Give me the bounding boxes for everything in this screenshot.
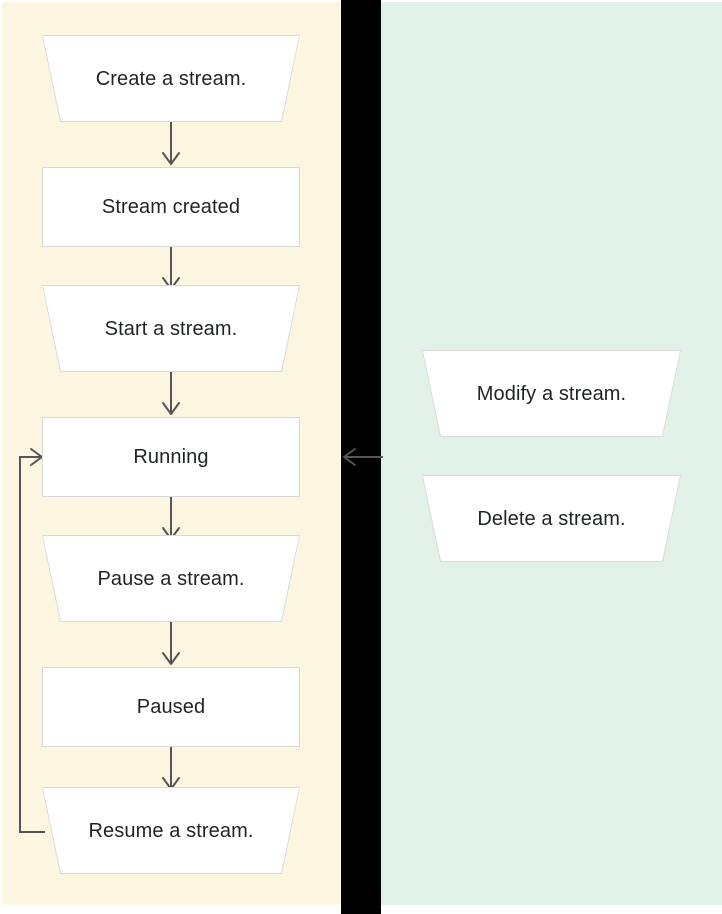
node-create-a-stream[interactable]: Create a stream.: [42, 35, 300, 122]
node-start-a-stream[interactable]: Start a stream.: [42, 285, 300, 372]
node-label: Start a stream.: [104, 317, 238, 340]
node-label: Modify a stream.: [476, 382, 627, 405]
node-label: Create a stream.: [95, 67, 247, 90]
node-shape-fill: [43, 36, 299, 121]
node-label: Stream created: [101, 196, 241, 218]
node-stream-created[interactable]: Stream created: [42, 167, 300, 247]
node-paused[interactable]: Paused: [42, 667, 300, 747]
node-modify-a-stream[interactable]: Modify a stream.: [422, 350, 681, 437]
node-label: Resume a stream.: [88, 819, 254, 842]
node-shape-fill: [43, 286, 299, 371]
node-label: Delete a stream.: [477, 507, 626, 530]
panel-divider: [341, 0, 381, 914]
node-resume-a-stream[interactable]: Resume a stream.: [42, 787, 300, 874]
node-label: Paused: [136, 696, 206, 718]
node-label: Pause a stream.: [97, 567, 245, 590]
node-running[interactable]: Running: [42, 417, 300, 497]
node-pause-a-stream[interactable]: Pause a stream.: [42, 535, 300, 622]
node-label: Running: [133, 446, 209, 468]
node-shape-fill: [423, 476, 680, 561]
node-delete-a-stream[interactable]: Delete a stream.: [422, 475, 681, 562]
node-shape-fill: [43, 536, 299, 621]
node-shape-fill: [43, 788, 299, 873]
node-shape-fill: [423, 351, 680, 436]
stream-operations-panel: [381, 2, 722, 905]
